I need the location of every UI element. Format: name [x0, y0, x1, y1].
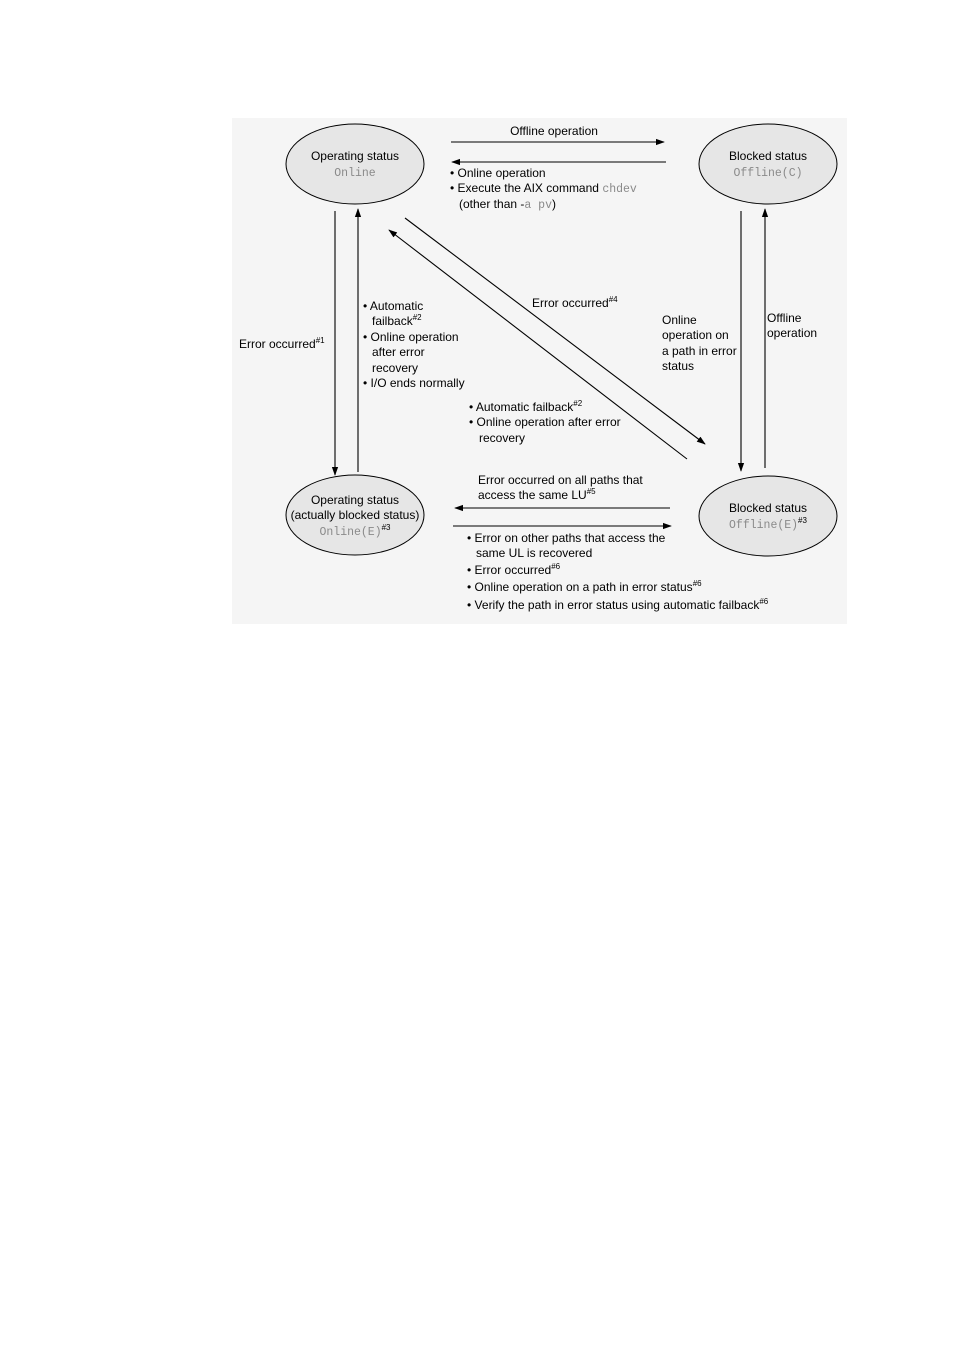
label-offline-right: Offline operation [767, 311, 817, 340]
node-offline-e-title: Blocked status [729, 501, 807, 515]
label-recover-left: • Automatic failback#2 • Online operatio… [363, 299, 465, 390]
node-online-e: Operating status (actually blocked statu… [285, 474, 425, 556]
svg-text:• Online operation after error: • Online operation after error [469, 415, 621, 429]
svg-text:a path in error: a path in error [662, 344, 737, 358]
svg-text:recovery: recovery [479, 431, 525, 445]
svg-text:Offline: Offline [767, 311, 802, 325]
svg-text:(other than -a pv): (other than -a pv) [459, 197, 556, 212]
node-online-title: Operating status [311, 149, 399, 163]
svg-text:same UL is recovered: same UL is recovered [476, 546, 592, 560]
svg-text:• Online operation: • Online operation [363, 330, 459, 344]
svg-text:operation on: operation on [662, 328, 729, 342]
svg-text:• Verify the path in error sta: • Verify the path in error status using … [467, 597, 769, 612]
node-offline-e: Blocked status Offline(E)#3 [698, 475, 838, 557]
label-recover-diagonal: • Automatic failback#2 • Online operatio… [469, 399, 621, 445]
node-offline-e-status-line: Offline(E)#3 [729, 516, 807, 532]
svg-text:• Automatic failback#2: • Automatic failback#2 [469, 399, 583, 414]
node-online-e-status-line: Online(E)#3 [319, 523, 391, 539]
svg-text:• Online operation: • Online operation [450, 166, 546, 180]
label-offline-operation-top: Offline operation [510, 124, 598, 138]
label-online-op-top: • Online operation • Execute the AIX com… [450, 166, 637, 212]
arrow-recover-diagonal [388, 229, 688, 460]
svg-text:• Error on other paths that ac: • Error on other paths that access the [467, 531, 666, 545]
node-offline-c-title: Blocked status [729, 149, 807, 163]
label-error-all-paths: Error occurred on all paths that access … [478, 473, 643, 502]
label-online-right: Online operation on a path in error stat… [662, 313, 737, 373]
svg-text:• Online operation on a path i: • Online operation on a path in error st… [467, 579, 702, 594]
label-error-left: Error occurred#1 [239, 336, 325, 351]
svg-text:Error occurred on all paths th: Error occurred on all paths that [478, 473, 643, 487]
svg-text:• I/O ends normally: • I/O ends normally [363, 376, 465, 390]
svg-text:• Automatic: • Automatic [363, 299, 423, 313]
arrow-error-diagonal [404, 217, 706, 445]
svg-text:• Execute the AIX command chde: • Execute the AIX command chdev [450, 181, 637, 196]
node-offline-c: Blocked status Offline(C) [698, 123, 838, 205]
svg-text:recovery: recovery [372, 361, 418, 375]
node-online-e-title2: (actually blocked status) [291, 508, 420, 522]
label-error-diagonal: Error occurred#4 [532, 295, 618, 310]
node-online-status: Online [334, 167, 376, 180]
svg-text:• Error occurred#6: • Error occurred#6 [467, 562, 561, 577]
svg-text:status: status [662, 359, 694, 373]
svg-text:Online: Online [662, 313, 697, 327]
node-offline-c-status: Offline(C) [733, 167, 802, 180]
node-online-e-title: Operating status [311, 493, 399, 507]
node-online: Operating status Online [285, 123, 425, 205]
svg-text:access the same LU#5: access the same LU#5 [478, 487, 596, 502]
svg-text:after error: after error [372, 345, 425, 359]
svg-text:failback#2: failback#2 [372, 313, 422, 328]
label-bottom-recover: • Error on other paths that access the s… [467, 531, 769, 612]
svg-text:operation: operation [767, 326, 817, 340]
